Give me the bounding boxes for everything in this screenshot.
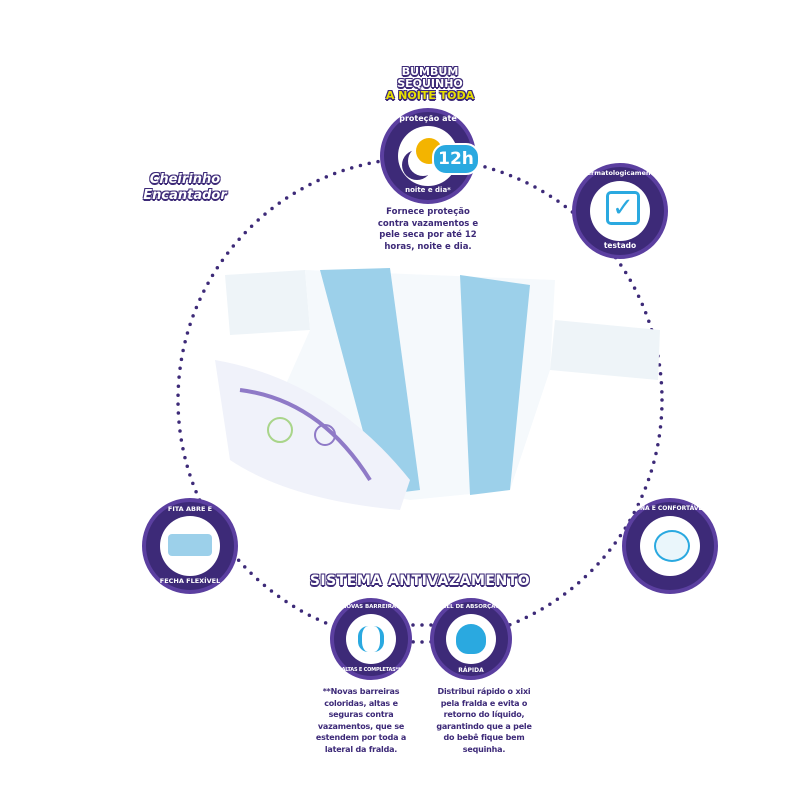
barriers-badge: NOVAS BARREIRAS ALTAS E COMPLETAS**	[330, 598, 412, 680]
gel-desc: do bebê fique bem	[443, 733, 525, 742]
protection-desc: horas, noite e dia.	[384, 241, 472, 252]
barrier-icon	[358, 626, 384, 652]
thin-top: FINA E CONFORTÁVEL	[633, 505, 707, 512]
scent-line2: Encantador	[143, 188, 227, 203]
barriers-bottom: ALTAS E COMPLETAS**	[341, 667, 401, 673]
cotton-icon	[654, 530, 690, 562]
gel-top: GEL DE ABSORÇÃO	[441, 604, 501, 610]
derm-badge: ✓ dermatologicamente testado	[572, 163, 668, 259]
gel-desc: sequinha.	[462, 744, 506, 754]
barriers-top: NOVAS BARREIRAS	[341, 604, 401, 610]
protection-desc: contra vazamentos e	[377, 218, 479, 229]
headline-line2: SEQUINHO	[397, 77, 463, 90]
check-icon: ✓	[606, 191, 640, 225]
gel-badge: GEL DE ABSORÇÃO RÁPIDA	[430, 598, 512, 680]
protection-desc: Fornece proteção	[386, 207, 470, 217]
gel-desc: retorno do líquido,	[443, 710, 525, 719]
tape-top: FITA ABRE E	[167, 505, 213, 513]
headline-line1: BUMBUM	[401, 65, 459, 78]
gel-desc: Distribui rápido o xixi	[437, 687, 531, 696]
barriers-desc: coloridas, altas e	[324, 698, 398, 708]
system-title: SISTEMA ANTIVAZAMENTO	[309, 573, 531, 589]
tape-bottom: FECHA FLEXÍVEL	[159, 577, 221, 585]
derm-top: dermatologicamente	[581, 169, 659, 177]
derm-bottom: testado	[603, 241, 637, 250]
barriers-desc: estendem por toda a	[315, 733, 407, 742]
hours-badge: 12h	[432, 143, 480, 175]
protection-desc: pele seca por até 12	[379, 230, 477, 240]
protection-top: proteção até	[399, 114, 457, 123]
barriers-desc: **Novas barreiras	[322, 687, 400, 696]
barriers-desc: vazamentos, que se	[317, 721, 405, 731]
scent-line1: Cheirinho	[149, 172, 221, 187]
gel-desc: pela fralda e evita o	[440, 698, 528, 708]
diaper-image	[215, 268, 660, 510]
tape-badge: FITA ABRE E FECHA FLEXÍVEL	[142, 498, 238, 594]
scent-logo: Cheirinho Encantador	[105, 172, 265, 204]
barriers-desc: lateral da fralda.	[324, 744, 398, 754]
headline-line3: A NOITE TODA	[385, 89, 475, 102]
drop-icon	[456, 624, 486, 654]
gel-bottom: RÁPIDA	[458, 667, 484, 674]
thin-badge: FINA E CONFORTÁVEL	[622, 498, 718, 594]
gel-desc: garantindo que a pele	[436, 721, 532, 731]
barriers-desc: seguras contra	[328, 710, 394, 719]
protection-bottom: noite e dia*	[405, 186, 451, 194]
tape-icon	[168, 534, 212, 556]
